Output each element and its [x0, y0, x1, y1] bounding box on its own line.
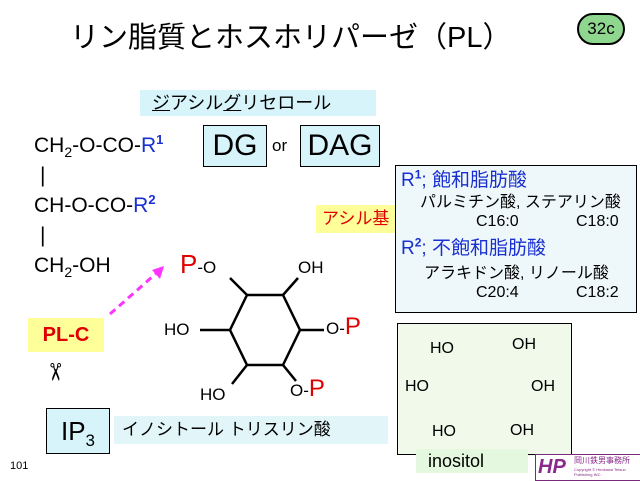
or-text: or [272, 136, 288, 155]
inositol-box [397, 323, 572, 455]
fatty-acid-box: R1; 飽和脂肪酸 パルミチン酸, ステアリン酸 C16:0 C18:0 R2;… [395, 165, 637, 313]
scissors-icon: ✂ [41, 361, 69, 383]
ip3-box: IP3 [46, 408, 110, 454]
ip3-name: イノシトール トリスリン酸 [114, 416, 388, 444]
slide-title: リン脂質とホスホリパーゼ（PL） [70, 22, 512, 54]
inositol-label: inositol [416, 449, 528, 473]
dg-box: DG [203, 125, 267, 167]
page-number: 101 [10, 460, 29, 472]
slide-badge: 32c [577, 13, 625, 45]
acyl-group-label: アシル基 [316, 205, 396, 233]
dag-box: DAG [300, 125, 380, 167]
diacylglycerol-label: ジアシルグリセロール [140, 90, 376, 116]
arrow-head [152, 266, 164, 279]
plc-label: PL-C [28, 318, 104, 352]
dashed-arrow [109, 268, 161, 316]
publisher-logo: HP 岡川鉄男事務所 Copyright © Hirokawa Tetsuo P… [535, 454, 640, 481]
